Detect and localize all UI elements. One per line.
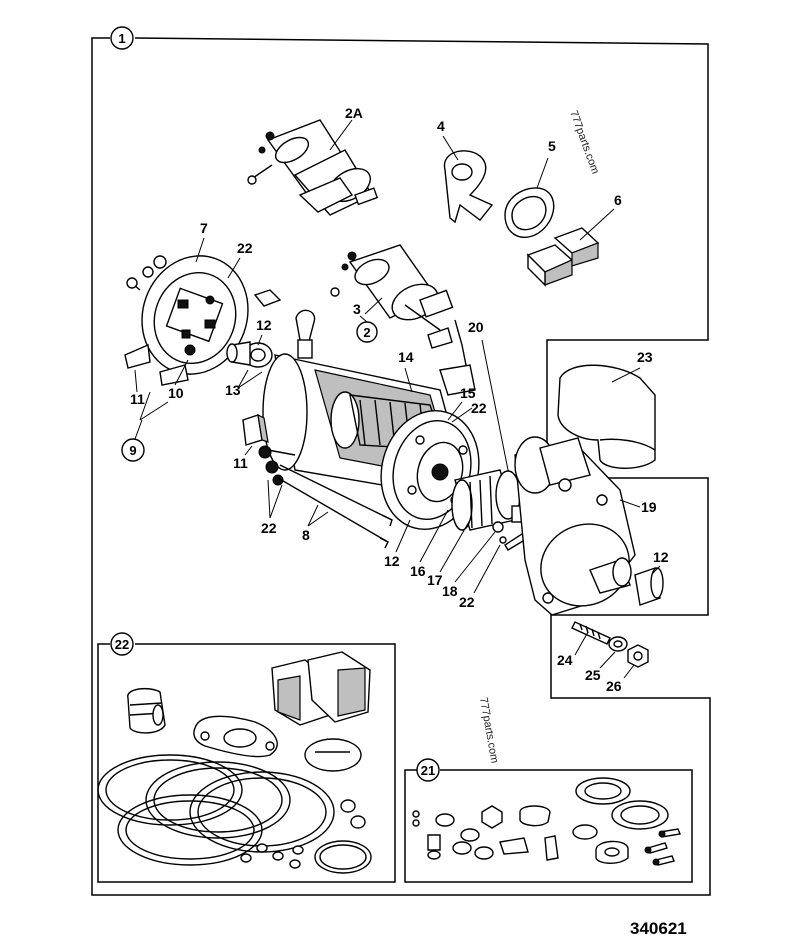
gasket-4 [443, 150, 494, 224]
callout-1: 1 [110, 26, 134, 50]
label-22-holder: 22 [237, 240, 253, 256]
brush-pair-6 [526, 227, 600, 287]
label-15: 15 [460, 385, 476, 401]
svg-text:21: 21 [421, 763, 435, 778]
label-12-b: 12 [384, 553, 400, 569]
label-24: 24 [557, 652, 573, 668]
callout-22-kit: 22 [110, 632, 134, 656]
solenoid-2a [247, 119, 379, 216]
brush-11 [242, 413, 269, 446]
label-13: 13 [225, 382, 241, 398]
label-20: 20 [468, 319, 484, 335]
kit-21-parts [412, 777, 681, 866]
cover-23 [557, 364, 656, 469]
group-1-frame [91, 37, 711, 896]
label-22-b: 22 [261, 520, 277, 536]
figure-number: 340621 [630, 919, 687, 938]
through-bolts-8 [258, 445, 393, 549]
drive-pinion-17 [451, 469, 523, 531]
label-25: 25 [585, 667, 601, 683]
nut-26 [627, 644, 649, 668]
label-7: 7 [200, 220, 208, 236]
drive-housing-19 [514, 436, 636, 616]
label-8: 8 [302, 527, 310, 543]
label-22-c: 22 [459, 594, 475, 610]
label-4: 4 [437, 118, 445, 134]
stud-24 [571, 621, 611, 645]
watermark-1: 777parts.com [567, 109, 601, 176]
svg-text:2: 2 [363, 325, 370, 340]
label-11-b: 11 [233, 455, 248, 471]
label-3: 3 [353, 301, 361, 317]
label-2a: 2A [345, 105, 363, 121]
callout-21-kit: 21 [416, 758, 440, 782]
callout-2: 2 [356, 321, 378, 343]
label-12-a: 12 [256, 317, 272, 333]
label-12-c: 12 [653, 549, 669, 565]
seal-ring-5 [504, 187, 555, 238]
label-18: 18 [442, 583, 458, 599]
svg-text:1: 1 [118, 31, 125, 46]
label-19: 19 [641, 499, 657, 515]
washer-25 [608, 636, 628, 652]
kit-21-frame [404, 769, 693, 883]
label-26: 26 [606, 678, 622, 694]
label-22-a: 22 [471, 400, 487, 416]
label-17: 17 [427, 572, 443, 588]
watermark-2: 777parts.com [477, 696, 500, 764]
svg-text:22: 22 [115, 637, 129, 652]
label-5: 5 [548, 138, 556, 154]
kit-22-frame [97, 643, 396, 883]
kit-22-parts [97, 651, 372, 874]
label-10: 10 [168, 385, 184, 401]
bush-12c [634, 567, 664, 606]
label-14: 14 [398, 349, 414, 365]
callout-9: 9 [121, 438, 145, 462]
plug-13 [226, 341, 273, 368]
svg-text:9: 9 [129, 443, 136, 458]
label-11-a: 11 [130, 391, 145, 407]
end-cover-7 [124, 255, 282, 386]
label-6: 6 [614, 192, 622, 208]
label-23: 23 [637, 349, 653, 365]
label-16: 16 [410, 563, 426, 579]
